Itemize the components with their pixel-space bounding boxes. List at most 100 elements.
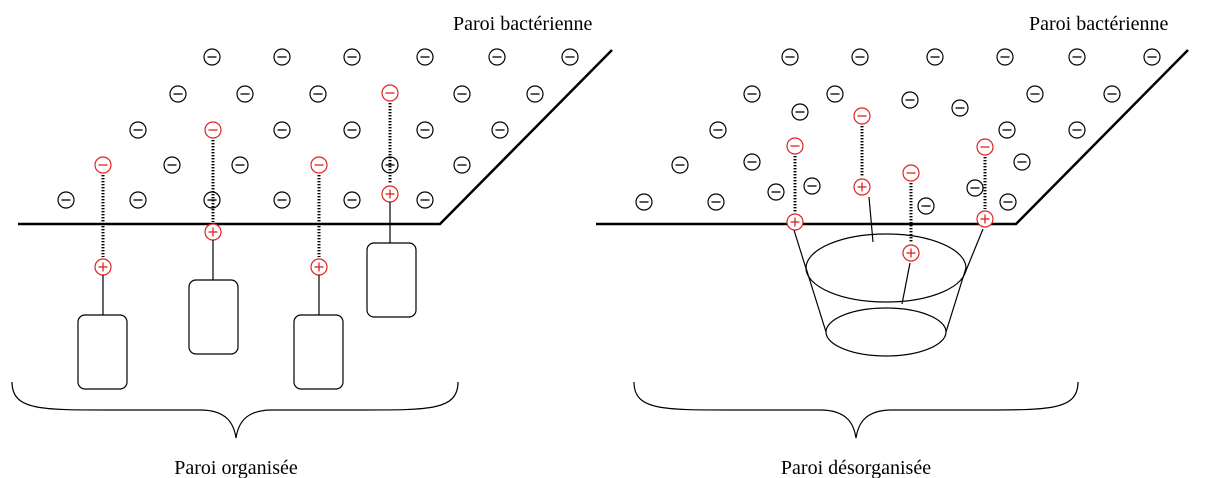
left-wall-outline <box>18 49 613 226</box>
negative-charge <box>416 121 434 139</box>
peptide-chain <box>853 107 871 196</box>
negative-charge <box>707 193 725 211</box>
negative-charge <box>966 179 984 197</box>
negative-charge <box>1143 48 1161 66</box>
right-wall-label: Paroi bactérienne <box>1029 13 1168 35</box>
cationic-peptide-charge <box>786 213 804 231</box>
negative-charge <box>381 156 399 174</box>
negative-charge <box>57 191 75 209</box>
left-caption: Paroi organisée <box>174 457 298 478</box>
negative-charge <box>1013 153 1031 171</box>
anionic-lipid-charge <box>381 84 399 102</box>
negative-charge <box>1068 48 1086 66</box>
peptide-block <box>77 314 128 390</box>
anionic-lipid-charge <box>853 107 871 125</box>
cationic-peptide-charge <box>310 258 328 276</box>
pore-left-side <box>805 267 827 333</box>
peptide-chain <box>976 138 994 228</box>
negative-charge <box>236 85 254 103</box>
right-peptide-chains <box>786 107 994 262</box>
negative-charge <box>526 85 544 103</box>
negative-charge <box>1068 121 1086 139</box>
peptide-block <box>293 314 344 390</box>
negative-charge <box>999 193 1017 211</box>
cationic-peptide-charge <box>204 223 222 241</box>
negative-charge <box>453 156 471 174</box>
pore-right-side <box>945 267 967 333</box>
anionic-lipid-charge <box>204 121 222 139</box>
negative-charge <box>709 121 727 139</box>
pore-link-2 <box>868 196 874 243</box>
negative-charge <box>309 85 327 103</box>
anionic-lipid-charge <box>94 156 112 174</box>
negative-charge <box>488 48 506 66</box>
right-negative-charges <box>635 48 1161 215</box>
negative-charge <box>743 85 761 103</box>
negative-charge <box>129 191 147 209</box>
negative-charge <box>343 48 361 66</box>
negative-charge <box>803 177 821 195</box>
negative-charge <box>791 103 809 121</box>
pore-link-3 <box>901 262 911 305</box>
negative-charge <box>1103 85 1121 103</box>
negative-charge <box>273 191 291 209</box>
peptide-chain <box>188 121 239 355</box>
right-caption: Paroi désorganisée <box>781 457 931 478</box>
pore-link-1 <box>793 229 809 276</box>
anionic-lipid-charge <box>976 138 994 156</box>
left-panel: Paroi bactérienne Paroi organisée <box>11 13 613 478</box>
negative-charge <box>169 85 187 103</box>
peptide-chain <box>293 156 344 390</box>
negative-charge <box>343 121 361 139</box>
anionic-lipid-charge <box>786 137 804 155</box>
membrane-pore <box>793 196 984 357</box>
negative-charge <box>561 48 579 66</box>
cationic-peptide-charge <box>853 178 871 196</box>
peptide-chain <box>786 137 804 231</box>
peptide-chain <box>77 156 128 390</box>
negative-charge <box>998 121 1016 139</box>
anionic-lipid-charge <box>902 164 920 182</box>
cationic-peptide-charge <box>976 210 994 228</box>
negative-charge <box>671 156 689 174</box>
left-brace <box>11 381 459 439</box>
pore-top-ellipse <box>805 233 967 303</box>
negative-charge <box>781 48 799 66</box>
negative-charge <box>273 121 291 139</box>
cationic-peptide-charge <box>902 244 920 262</box>
negative-charge <box>951 99 969 117</box>
cationic-peptide-charge <box>381 185 399 203</box>
negative-charge <box>635 193 653 211</box>
negative-charge <box>1026 85 1044 103</box>
negative-charge <box>416 191 434 209</box>
pore-link-4 <box>964 228 984 274</box>
negative-charge <box>231 156 249 174</box>
negative-charge <box>203 48 221 66</box>
negative-charge <box>826 85 844 103</box>
pore-bottom-ellipse <box>825 307 947 357</box>
cationic-peptide-charge <box>94 258 112 276</box>
negative-charge <box>129 121 147 139</box>
right-wall-outline <box>596 49 1189 226</box>
negative-charge <box>453 85 471 103</box>
peptide-block <box>188 279 239 355</box>
peptide-chain <box>902 164 920 262</box>
negative-charge <box>163 156 181 174</box>
negative-charge <box>767 183 785 201</box>
negative-charge <box>926 48 944 66</box>
left-wall-label: Paroi bactérienne <box>453 13 592 35</box>
right-panel: Paroi bactérienne Paroi désorganisée <box>596 13 1189 478</box>
anionic-lipid-charge <box>310 156 328 174</box>
negative-charge <box>416 48 434 66</box>
peptide-chain <box>366 84 417 318</box>
negative-charge <box>996 48 1014 66</box>
right-brace <box>633 381 1079 439</box>
negative-charge <box>917 197 935 215</box>
negative-charge <box>743 153 761 171</box>
left-peptide-chains <box>77 84 417 390</box>
negative-charge <box>343 191 361 209</box>
peptide-block <box>366 242 417 318</box>
negative-charge <box>851 48 869 66</box>
negative-charge <box>273 48 291 66</box>
